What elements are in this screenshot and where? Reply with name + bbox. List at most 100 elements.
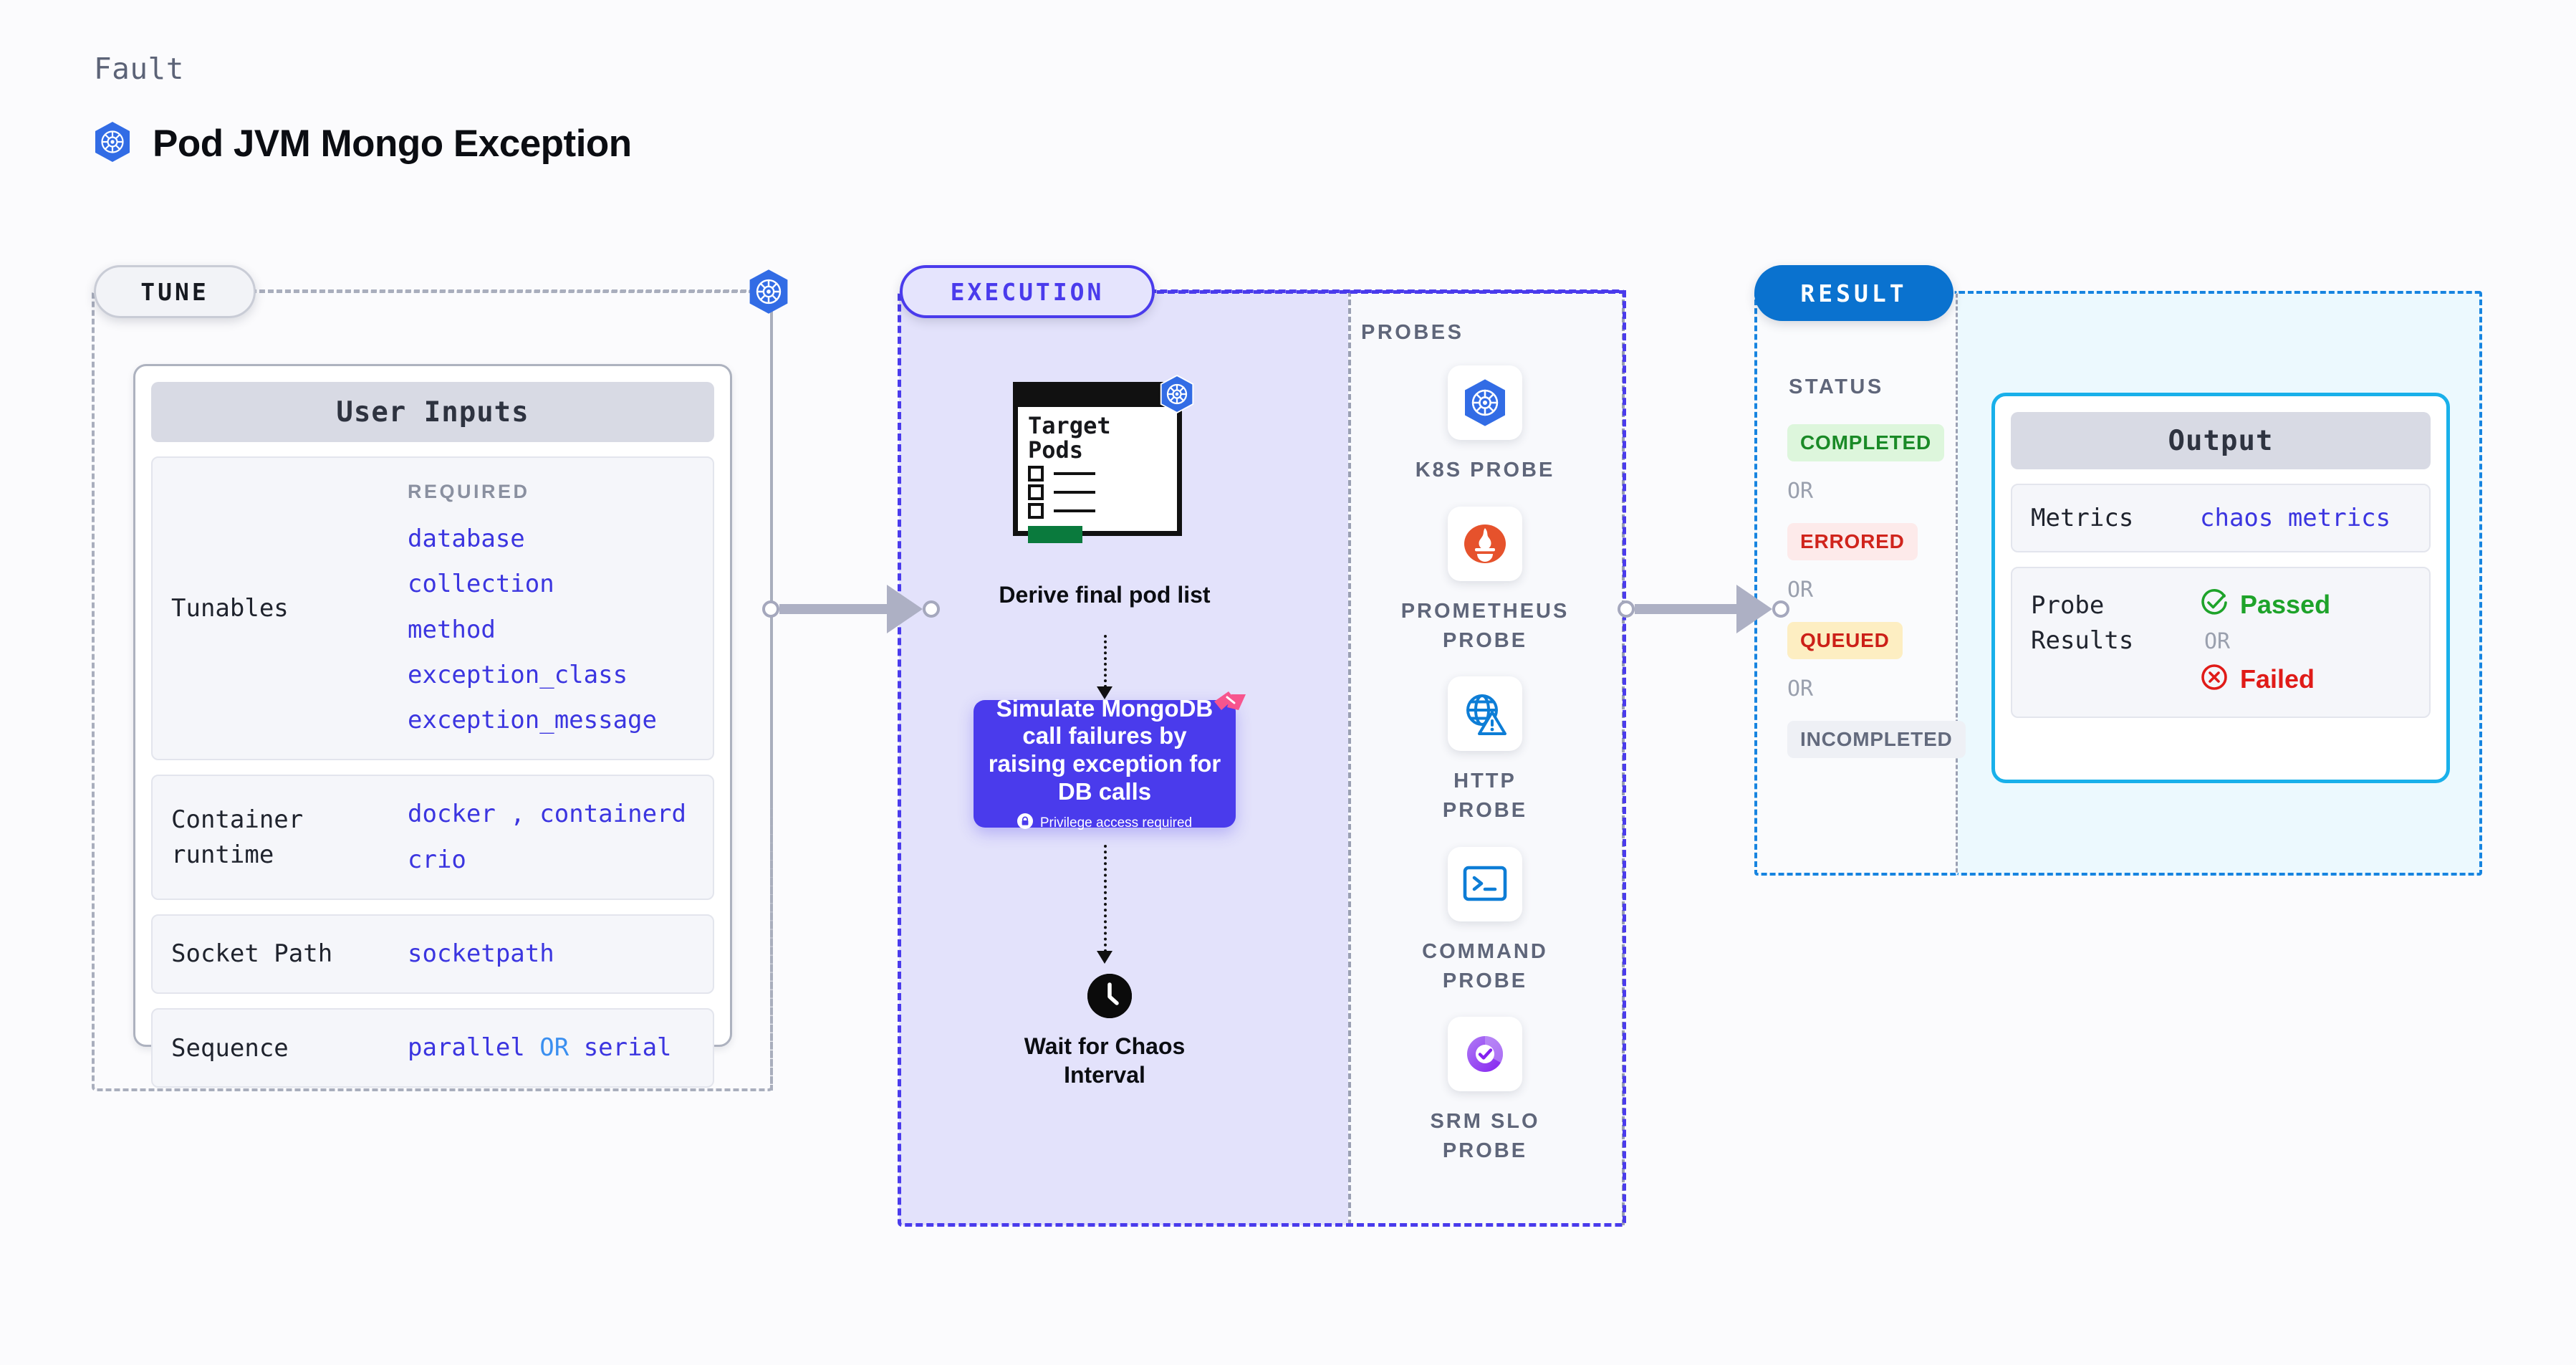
progress-bar <box>1028 525 1082 543</box>
container-runtime-label: Container runtime <box>171 805 304 869</box>
tunables-label: Tunables <box>171 594 289 623</box>
user-inputs-title: User Inputs <box>151 382 714 442</box>
checkbox-icon[interactable] <box>1028 465 1044 482</box>
probe-http[interactable]: HTTP PROBE <box>1413 676 1557 825</box>
metrics-label: Metrics <box>2031 504 2134 532</box>
connector-end-dot <box>1772 600 1789 618</box>
probe-command[interactable]: COMMAND PROBE <box>1413 847 1557 996</box>
flow-arrow-head <box>1097 951 1112 964</box>
tune-connector-line <box>251 290 763 293</box>
action-card[interactable]: Simulate MongoDB call failures by raisin… <box>974 695 1236 830</box>
kubernetes-icon <box>92 120 133 167</box>
or-label: OR <box>1787 676 1814 701</box>
lock-icon <box>1017 813 1033 833</box>
socket-path-label: Socket Path <box>171 939 333 969</box>
tunable-item[interactable]: collection <box>408 570 554 599</box>
connector-arrow <box>887 585 923 633</box>
probe-label: PROMETHEUS PROBE <box>1400 600 1570 653</box>
runtime-option[interactable]: crio <box>408 845 466 874</box>
tunable-item[interactable]: exception_message <box>408 706 657 735</box>
metrics-row: Metrics chaos metrics <box>2011 484 2431 553</box>
harness-ribbon-icon <box>1213 690 1247 725</box>
container-runtime-row: Container runtime docker , containerd cr… <box>151 775 714 900</box>
sequence-values: parallel OR serial <box>408 1025 672 1071</box>
probe-result-passed: Passed <box>2200 588 2330 621</box>
runtime-option[interactable]: containerd <box>539 800 686 829</box>
checkbox-icon[interactable] <box>1028 484 1044 500</box>
probe-srm-slo[interactable]: SRM SLO PROBE <box>1413 1017 1557 1166</box>
sequence-option[interactable]: serial <box>583 1033 672 1063</box>
tunable-item[interactable]: database <box>408 525 525 554</box>
target-pods-title: Target Pods <box>1028 412 1111 464</box>
sequence-option[interactable]: parallel <box>408 1033 525 1063</box>
pod-line <box>1054 490 1095 494</box>
result-status-boundary <box>1754 291 1958 876</box>
probe-label: COMMAND PROBE <box>1422 940 1548 993</box>
status-badge-completed: COMPLETED <box>1787 424 1944 461</box>
flow-arrow-line <box>1104 635 1107 688</box>
execution-connector-line <box>1146 290 1626 294</box>
value-separator: , <box>510 800 525 829</box>
kubernetes-icon <box>1158 374 1196 418</box>
connector-end-dot <box>923 600 940 618</box>
or-label: OR <box>2204 629 2231 655</box>
sequence-label: Sequence <box>171 1033 289 1063</box>
tunables-values: REQUIRED database collection method exce… <box>408 474 657 743</box>
globe-warning-icon <box>1448 676 1522 751</box>
or-label: OR <box>1787 479 1814 504</box>
user-inputs-card: User Inputs Tunables REQUIRED database c… <box>133 364 732 1088</box>
probe-k8s[interactable]: K8S PROBE <box>1413 365 1557 485</box>
status-title: STATUS <box>1789 375 1884 398</box>
flow-arrow-line <box>1104 845 1107 952</box>
privilege-badge: Privilege access required <box>1017 813 1192 833</box>
tune-section-pill[interactable]: TUNE <box>94 265 256 318</box>
probe-prometheus[interactable]: PROMETHEUS PROBE <box>1401 507 1567 656</box>
connector-start-dot <box>762 600 779 618</box>
kubernetes-icon <box>1448 365 1522 440</box>
result-section-pill[interactable]: RESULT <box>1754 265 1953 321</box>
connector-execution-to-result <box>1618 585 1789 633</box>
action-description: Simulate MongoDB call failures by raisin… <box>988 694 1221 805</box>
pod-checkbox-row[interactable] <box>1018 463 1177 482</box>
value-separator: OR <box>539 1033 569 1063</box>
output-card-title: Output <box>2011 412 2431 469</box>
prometheus-icon <box>1448 507 1522 581</box>
or-label: OR <box>1787 578 1814 603</box>
probe-label: HTTP PROBE <box>1442 770 1528 823</box>
target-pods-card: Target Pods <box>1013 374 1194 543</box>
connector-bar <box>1635 604 1736 614</box>
status-badge-errored: ERRORED <box>1787 523 1918 560</box>
tunables-row: Tunables REQUIRED database collection me… <box>151 456 714 761</box>
tunable-item[interactable]: exception_class <box>408 660 628 689</box>
fault-eyebrow-label: Fault <box>94 52 184 86</box>
socket-path-row: Socket Path socketpath <box>151 914 714 995</box>
privilege-note: Privilege access required <box>1039 815 1193 830</box>
container-runtime-values: docker , containerd crio <box>408 792 686 882</box>
probes-title: PROBES <box>1361 321 1464 344</box>
card-titlebar <box>1018 387 1177 407</box>
pod-checkbox-row[interactable] <box>1018 500 1177 519</box>
srm-slo-icon <box>1448 1017 1522 1091</box>
socket-path-value[interactable]: socketpath <box>408 939 554 968</box>
pod-checkbox-row[interactable] <box>1018 482 1177 500</box>
clock-icon <box>1087 974 1132 1018</box>
connector-bar <box>779 604 887 614</box>
page-title: Pod JVM Mongo Exception <box>153 123 632 165</box>
probe-label: SRM SLO PROBE <box>1430 1110 1540 1163</box>
connector-start-dot <box>1618 600 1635 618</box>
status-badge-incompleted: INCOMPLETED <box>1787 721 1966 758</box>
runtime-option[interactable]: docker <box>408 800 496 829</box>
sequence-row: Sequence parallel OR serial <box>151 1008 714 1088</box>
checkbox-icon[interactable] <box>1028 502 1044 519</box>
metrics-value[interactable]: chaos metrics <box>2200 504 2391 533</box>
connector-arrow <box>1736 585 1772 633</box>
probe-label: K8S PROBE <box>1415 459 1555 482</box>
required-label: REQUIRED <box>408 481 530 502</box>
probe-results-values: Passed OR Failed <box>2200 588 2330 695</box>
wait-interval-caption: Wait for Chaos Interval <box>1024 1033 1186 1088</box>
pod-line <box>1054 471 1095 475</box>
tunable-item[interactable]: method <box>408 615 496 644</box>
execution-section-pill[interactable]: EXECUTION <box>900 265 1155 318</box>
